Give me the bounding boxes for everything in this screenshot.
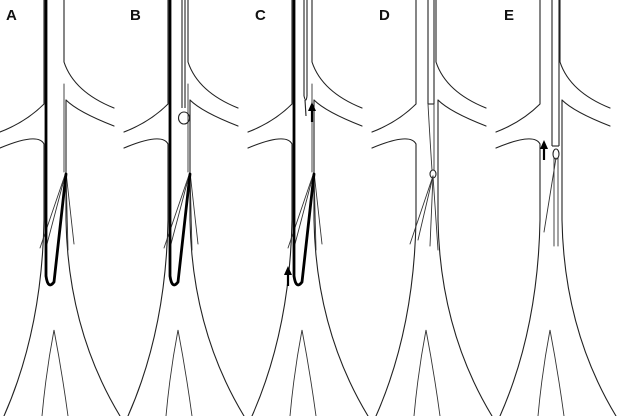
sheath [551, 0, 560, 147]
guidewire-loop [168, 0, 192, 287]
vena-cava-filter [409, 103, 439, 251]
vena-cava-outline [0, 0, 121, 416]
panel-e [495, 0, 617, 416]
vena-cava-outline [495, 0, 617, 416]
sheath [427, 0, 435, 105]
panel-d [371, 0, 493, 416]
panel-label-b: B [130, 7, 141, 24]
panel-label-d: D [379, 7, 390, 24]
upward-arrow [284, 266, 292, 286]
panel-a [0, 0, 121, 416]
vena-cava-filter [287, 83, 323, 251]
vena-cava-outline [371, 0, 493, 416]
panel-label-a: A [6, 7, 17, 24]
guidewire-loop [44, 0, 68, 287]
vena-cava-filter [543, 148, 560, 247]
panel-label-e: E [504, 7, 515, 24]
vena-cava-outline [123, 0, 245, 416]
snare-device [177, 0, 191, 125]
upward-arrow [308, 102, 316, 122]
panel-c [247, 0, 369, 416]
guidewire-loop [292, 0, 316, 287]
vena-cava-outline [247, 0, 369, 416]
upward-arrow [540, 140, 548, 160]
panel-label-c: C [255, 7, 266, 24]
panel-b [123, 0, 245, 416]
snare-device [303, 0, 308, 117]
